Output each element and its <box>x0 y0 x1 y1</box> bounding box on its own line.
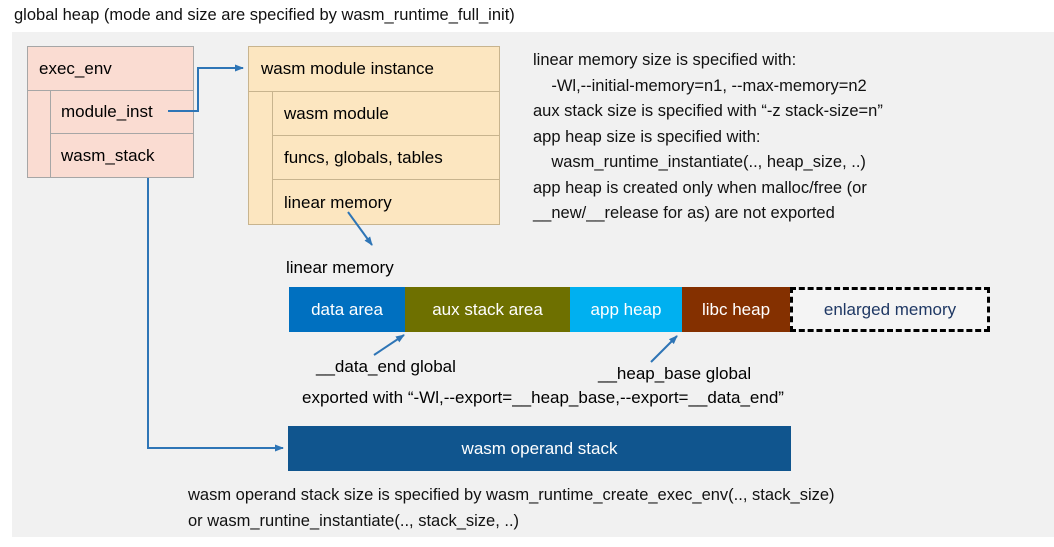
wasm-module-instance-box: wasm module instance wasm module funcs, … <box>248 46 500 225</box>
linear-memory-caption: linear memory <box>286 258 394 277</box>
exec-env-fields: module_inst wasm_stack <box>28 91 193 178</box>
annotation-exported-with: exported with “-Wl,--export=__heap_base,… <box>302 388 784 407</box>
field-funcs-globals-tables: funcs, globals, tables <box>273 136 499 180</box>
annotation-heap-base-global: __heap_base global <box>598 364 752 383</box>
wasm-module-instance-field-column: wasm module funcs, globals, tables linea… <box>273 92 499 225</box>
wasm-module-instance-gutter <box>249 92 273 225</box>
exec-env-gutter <box>28 91 51 178</box>
memory-segment-aux-stack-area: aux stack area <box>405 287 570 332</box>
memory-segment-app-heap: app heap <box>570 287 682 332</box>
memory-segment-libc-heap: libc heap <box>682 287 790 332</box>
operand-stack-note: wasm operand stack size is specified by … <box>188 486 835 530</box>
exec-env-header: exec_env <box>28 47 193 91</box>
wasm-module-instance-header: wasm module instance <box>249 47 499 92</box>
exec-env-box: exec_env module_inst wasm_stack <box>27 46 194 178</box>
wasm-module-instance-fields: wasm module funcs, globals, tables linea… <box>249 92 499 225</box>
exec-env-field-module-inst: module_inst <box>51 91 193 134</box>
memory-config-notes: linear memory size is specified with: -W… <box>533 51 883 222</box>
field-wasm-module: wasm module <box>273 92 499 136</box>
exec-env-field-wasm-stack: wasm_stack <box>61 145 155 165</box>
exec-env-field-column: module_inst wasm_stack <box>51 91 193 178</box>
wasm-operand-stack-box: wasm operand stack <box>288 426 791 471</box>
annotation-data-end-global: __data_end global <box>316 357 456 376</box>
field-linear-memory: linear memory <box>284 192 392 212</box>
memory-segment-data-area: data area <box>289 287 405 332</box>
linear-memory-bar: data area aux stack area app heap libc h… <box>289 287 990 332</box>
page-title: global heap (mode and size are specified… <box>14 6 515 24</box>
memory-segment-enlarged-memory: enlarged memory <box>790 287 990 332</box>
